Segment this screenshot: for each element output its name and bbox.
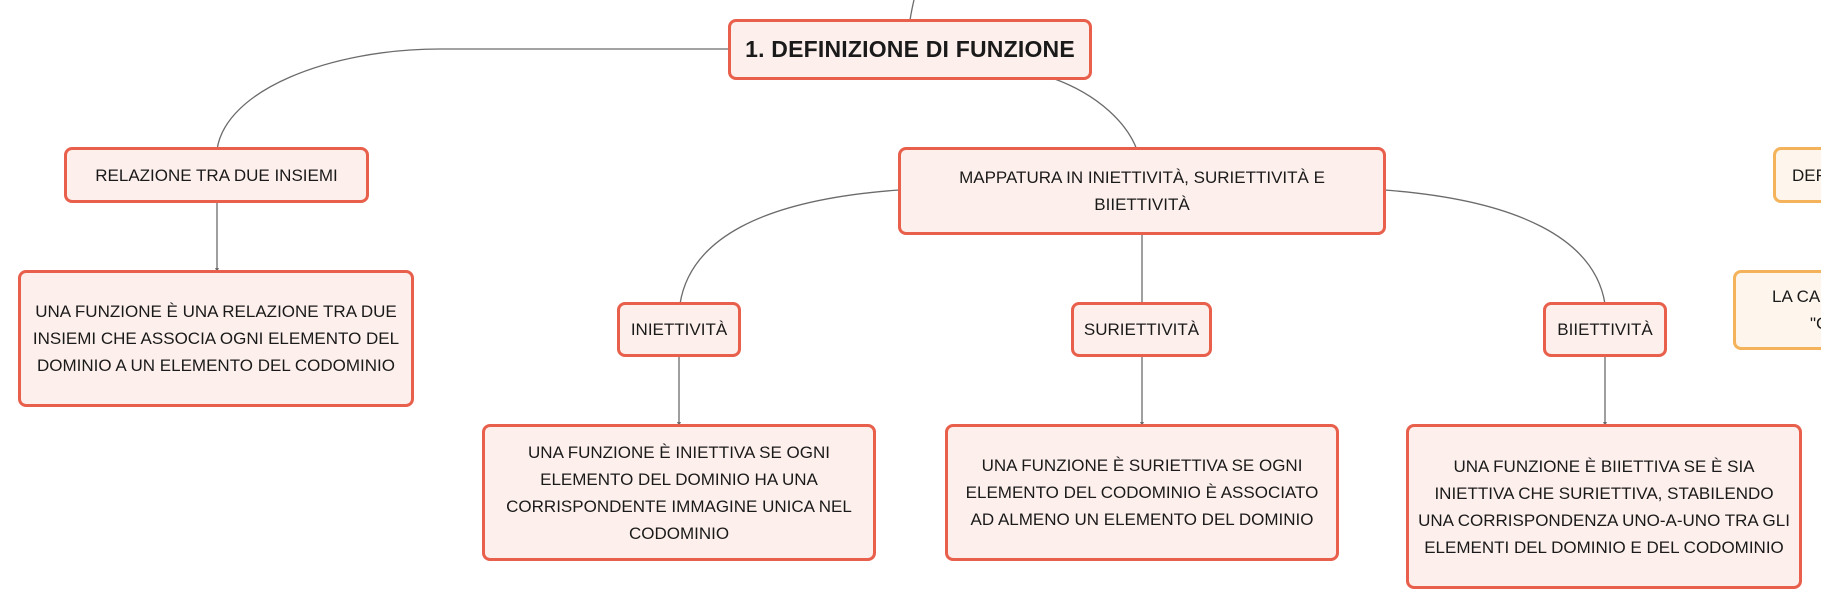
node-offscreen-detail[interactable]: LA CA "C xyxy=(1733,270,1821,350)
node-suriettivita-label: SURIETTIVITÀ xyxy=(1083,320,1200,339)
node-offscreen-detail-line1: LA CA xyxy=(1772,287,1821,306)
node-iniettivita[interactable]: INIETTIVITÀ xyxy=(617,302,741,357)
node-iniettivita-detail-text: UNA FUNZIONE È INIETTIVA SE OGNI ELEMENT… xyxy=(506,442,852,543)
node-relazione-label: RELAZIONE TRA DUE INSIEMI xyxy=(95,165,338,185)
node-biiettivita-detail[interactable]: UNA FUNZIONE È BIIETTIVA SE È SIA INIETT… xyxy=(1406,424,1802,589)
node-offscreen-detail-line2: "C xyxy=(1810,314,1821,333)
node-mappatura[interactable]: MAPPATURA IN INIETTIVITÀ, SURIETTIVITÀ E… xyxy=(898,147,1386,235)
node-offscreen-heading-label: DEF xyxy=(1792,165,1821,185)
connector-parent-root xyxy=(909,0,915,21)
connector-root-relazione xyxy=(216,48,731,151)
connector-mappatura-biiettivita xyxy=(1383,189,1606,305)
node-relazione[interactable]: RELAZIONE TRA DUE INSIEMI xyxy=(64,147,369,203)
node-relazione-detail[interactable]: UNA FUNZIONE È UNA RELAZIONE TRA DUE INS… xyxy=(18,270,414,407)
node-suriettivita[interactable]: SURIETTIVITÀ xyxy=(1071,302,1212,357)
node-iniettivita-label: INIETTIVITÀ xyxy=(630,320,728,339)
node-biiettivita-detail-text: UNA FUNZIONE È BIIETTIVA SE È SIA INIETT… xyxy=(1418,456,1790,557)
node-iniettivita-detail[interactable]: UNA FUNZIONE È INIETTIVA SE OGNI ELEMENT… xyxy=(482,424,876,561)
node-relazione-detail-text: UNA FUNZIONE È UNA RELAZIONE TRA DUE INS… xyxy=(32,302,400,375)
connector-root-mappatura xyxy=(1051,77,1138,151)
node-suriettivita-detail-text: UNA FUNZIONE È SURIETTIVA SE OGNI ELEMEN… xyxy=(965,456,1319,529)
node-root[interactable]: 1. DEFINIZIONE DI FUNZIONE xyxy=(728,19,1092,80)
node-biiettivita-label: BIIETTIVITÀ xyxy=(1557,320,1653,339)
connector-mappatura-iniettivita xyxy=(679,189,900,305)
node-mappatura-label: MAPPATURA IN INIETTIVITÀ, SURIETTIVITÀ E… xyxy=(959,168,1325,214)
node-biiettivita[interactable]: BIIETTIVITÀ xyxy=(1543,302,1667,357)
node-offscreen-heading[interactable]: DEF xyxy=(1773,147,1821,203)
node-root-label: 1. DEFINIZIONE DI FUNZIONE xyxy=(745,36,1075,62)
node-suriettivita-detail[interactable]: UNA FUNZIONE È SURIETTIVA SE OGNI ELEMEN… xyxy=(945,424,1339,561)
